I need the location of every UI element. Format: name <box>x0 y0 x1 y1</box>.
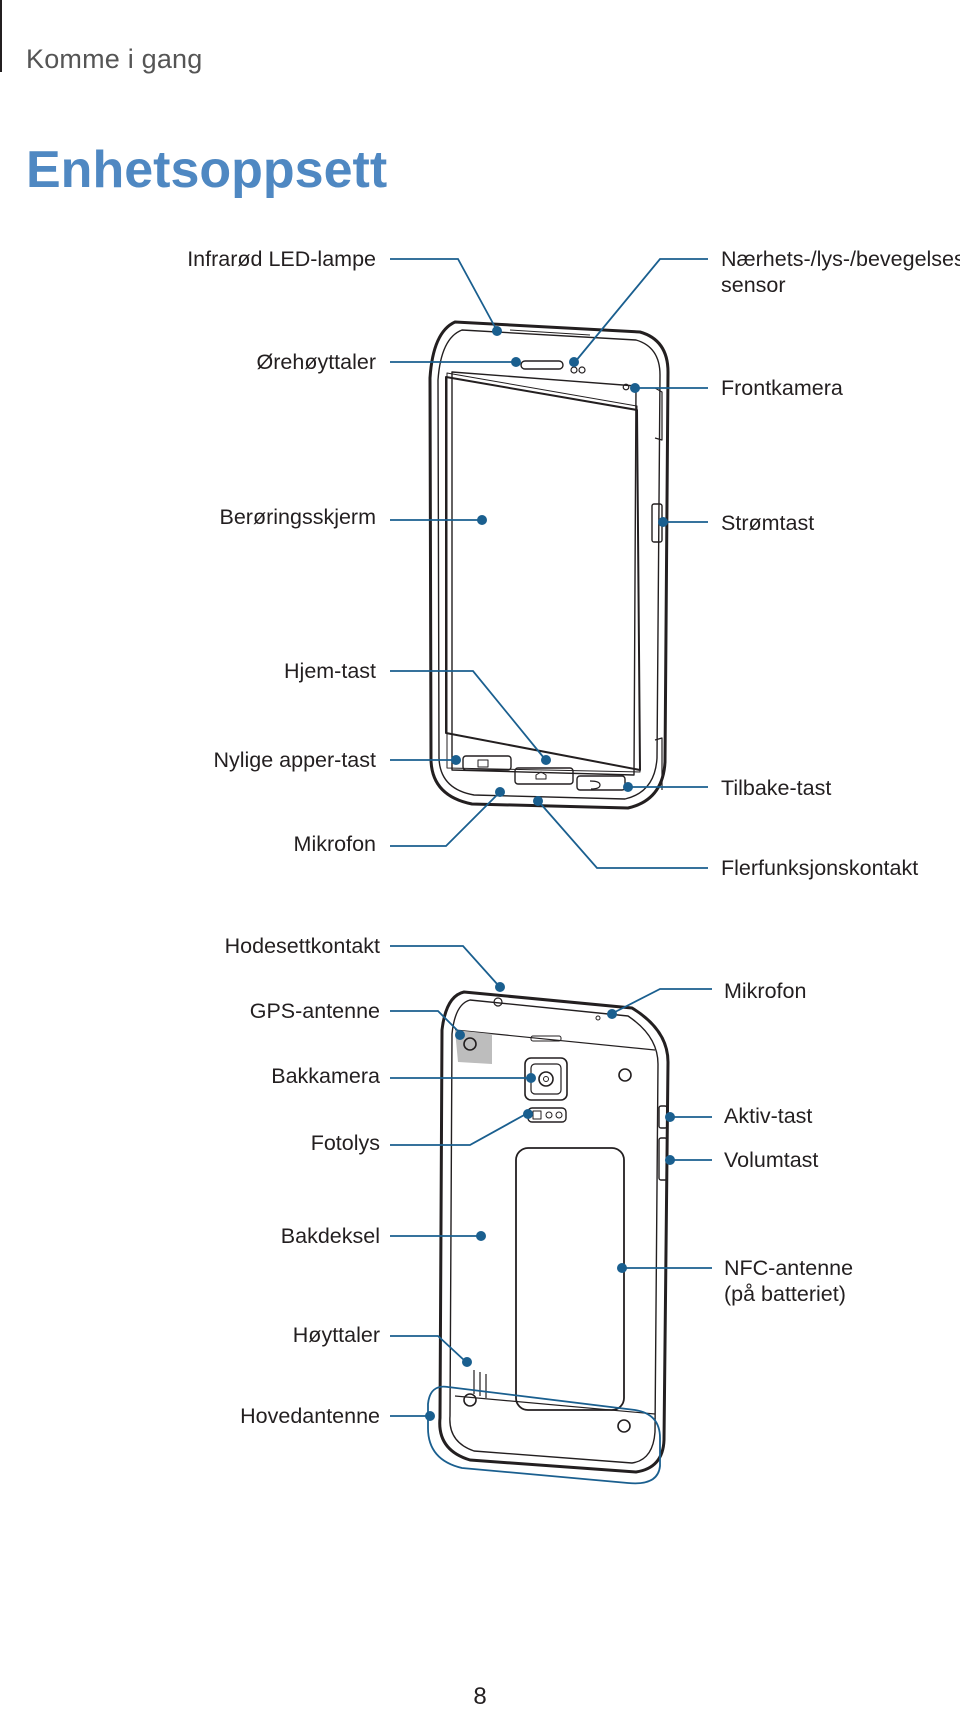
front-callout-dots <box>451 326 668 806</box>
back-callout-dots <box>425 982 675 1421</box>
label-main-antenna: Hovedantenne <box>240 1404 380 1428</box>
recent-apps-button <box>462 755 512 771</box>
label-home-key: Hjem-tast <box>284 659 376 683</box>
back-button <box>576 775 626 791</box>
label-power-key: Strømtast <box>721 511 815 535</box>
front-phone-body <box>428 320 670 810</box>
section-title: Komme i gang <box>26 44 203 74</box>
label-headset-jack: Hodesettkontakt <box>224 934 380 958</box>
label-infrared-led: Infrarød LED-lampe <box>187 247 376 271</box>
gps-antenna-area <box>455 1030 492 1064</box>
label-gps-antenna: GPS-antenne <box>249 999 380 1023</box>
label-microphone-front: Mikrofon <box>293 832 376 856</box>
page-number: 8 <box>473 1683 487 1710</box>
earpiece-grille <box>520 360 564 370</box>
back-phone-body <box>438 990 670 1474</box>
label-multipurpose-jack: Flerfunksjonskontakt <box>721 856 919 880</box>
main-antenna-outline <box>427 1385 661 1485</box>
label-touchscreen: Berøringsskjerm <box>219 505 377 529</box>
flash-housing <box>527 1107 567 1123</box>
label-front-camera: Frontkamera <box>721 376 843 400</box>
back-callout-lines <box>390 945 712 1485</box>
label-volume-key: Volumtast <box>724 1148 819 1172</box>
section-marker <box>0 0 2 72</box>
label-nfc-antenna: NFC-antenne (på batteriet) <box>724 1256 854 1306</box>
front-callout-lines <box>390 258 708 869</box>
nfc-antenna-area <box>515 1147 625 1411</box>
page-title: Enhetsoppsett <box>26 141 388 199</box>
front-screen-glass <box>451 371 637 776</box>
rear-camera-lens <box>538 1071 554 1087</box>
label-back-key: Tilbake-tast <box>721 776 832 800</box>
label-recent-apps-key: Nylige apper-tast <box>213 748 376 772</box>
label-earpiece: Ørehøyttaler <box>256 350 376 374</box>
front-screen-display <box>445 376 641 771</box>
rear-camera-housing <box>524 1057 568 1101</box>
front-phone-illustration <box>428 320 670 810</box>
label-speaker: Høyttaler <box>292 1323 380 1347</box>
label-proximity-sensor: Nærhets-/lys-/bevegelses- sensor <box>721 247 960 297</box>
label-microphone-back: Mikrofon <box>724 979 807 1003</box>
label-rear-camera: Bakkamera <box>271 1064 380 1088</box>
label-back-cover: Bakdeksel <box>280 1224 380 1248</box>
label-flash: Fotolys <box>310 1131 380 1155</box>
label-active-key: Aktiv-tast <box>724 1104 813 1128</box>
home-button <box>514 767 574 785</box>
back-phone-illustration <box>438 990 670 1474</box>
